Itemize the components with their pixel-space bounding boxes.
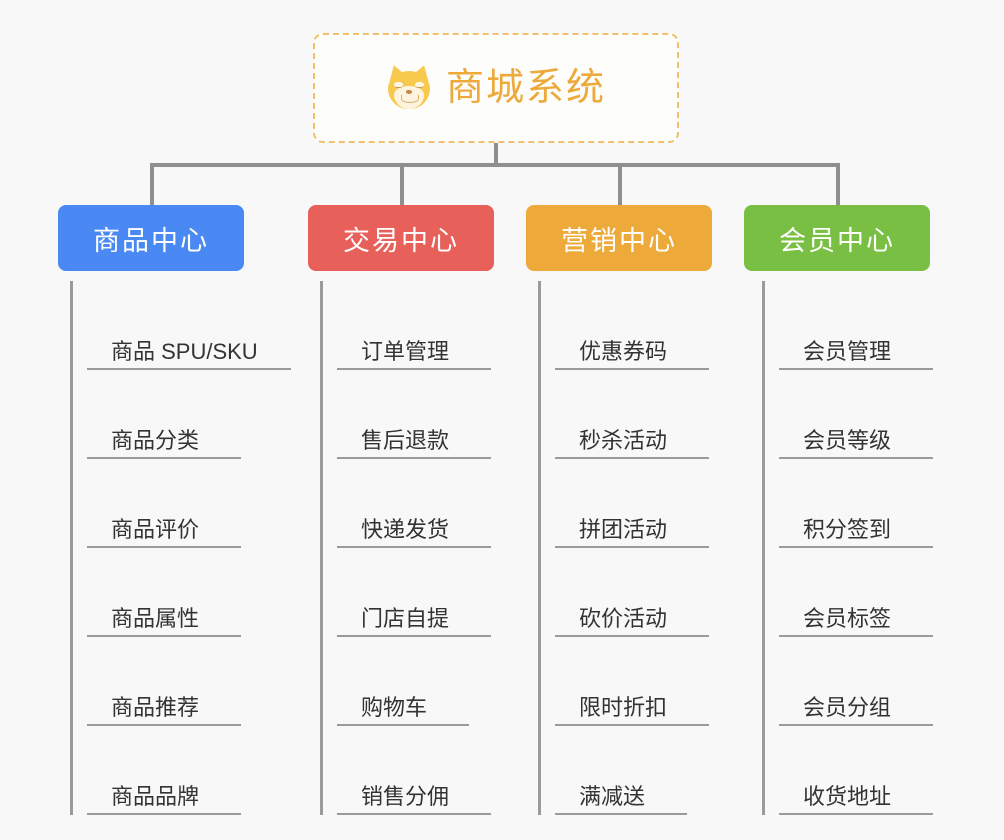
category-column-1: 商品中心 商品 SPU/SKU 商品分类 商品评价 商品属性 商品推荐 商品品牌 [58,205,291,815]
list-item[interactable]: 会员标签 [779,548,933,637]
list-item[interactable]: 订单管理 [337,281,491,370]
leaf-label: 收货地址 [803,783,892,809]
list-item[interactable]: 销售分佣 [337,726,491,815]
category-header-label: 营销中心 [561,225,677,256]
list-item[interactable]: 收货地址 [779,726,933,815]
list-item[interactable]: 商品分类 [87,370,241,459]
category-header-2[interactable]: 交易中心 [308,205,494,271]
drop-connector-1 [150,163,154,207]
leaf-label: 满减送 [579,783,646,809]
category-header-label: 会员中心 [779,225,895,256]
list-item[interactable]: 会员等级 [779,370,933,459]
list-item[interactable]: 门店自提 [337,548,491,637]
list-item[interactable]: 商品属性 [87,548,241,637]
root-title: 商城系统 [445,67,606,109]
category-header-1[interactable]: 商品中心 [58,205,244,271]
leaf-label: 快递发货 [361,516,450,542]
leaf-label: 会员标签 [803,605,892,631]
leaf-list-3: 优惠券码 秒杀活动 拼团活动 砍价活动 限时折扣 满减送 [538,281,712,815]
category-column-3: 营销中心 优惠券码 秒杀活动 拼团活动 砍价活动 限时折扣 满减送 [526,205,712,815]
list-item[interactable]: 满减送 [555,726,687,815]
leaf-label: 优惠券码 [579,338,668,364]
list-item[interactable]: 优惠券码 [555,281,709,370]
list-item[interactable]: 售后退款 [337,370,491,459]
leaf-label: 会员等级 [803,427,892,453]
list-item[interactable]: 商品 SPU/SKU [87,281,291,370]
list-item[interactable]: 商品评价 [87,459,241,548]
leaf-label: 售后退款 [361,427,450,453]
list-item[interactable]: 商品推荐 [87,637,241,726]
leaf-label: 砍价活动 [579,605,668,631]
root-node[interactable]: 商城系统 [313,33,679,143]
leaf-label: 会员管理 [803,338,892,364]
drop-connector-3 [618,163,622,207]
list-item[interactable]: 会员分组 [779,637,933,726]
list-item[interactable]: 砍价活动 [555,548,709,637]
list-item[interactable]: 秒杀活动 [555,370,709,459]
leaf-list-1: 商品 SPU/SKU 商品分类 商品评价 商品属性 商品推荐 商品品牌 [70,281,291,815]
leaf-label: 购物车 [361,694,428,720]
leaf-label: 商品分类 [111,427,200,453]
leaf-list-2: 订单管理 售后退款 快递发货 门店自提 购物车 销售分佣 [320,281,494,815]
leaf-label: 积分签到 [803,516,892,542]
list-item[interactable]: 拼团活动 [555,459,709,548]
list-item[interactable]: 商品品牌 [87,726,241,815]
category-header-3[interactable]: 营销中心 [526,205,712,271]
drop-connector-2 [400,163,404,207]
category-header-4[interactable]: 会员中心 [744,205,930,271]
leaf-label: 商品推荐 [111,694,200,720]
leaf-label: 拼团活动 [579,516,668,542]
drop-connector-4 [836,163,840,207]
leaf-list-4: 会员管理 会员等级 积分签到 会员标签 会员分组 收货地址 [762,281,933,815]
list-item[interactable]: 快递发货 [337,459,491,548]
leaf-label: 销售分佣 [361,783,450,809]
leaf-label: 商品品牌 [111,783,200,809]
list-item[interactable]: 积分签到 [779,459,933,548]
leaf-label: 秒杀活动 [579,427,668,453]
list-item[interactable]: 购物车 [337,637,469,726]
list-item[interactable]: 限时折扣 [555,637,709,726]
leaf-label: 商品评价 [111,516,200,542]
leaf-label: 会员分组 [803,694,892,720]
leaf-label: 商品属性 [111,605,200,631]
category-header-label: 商品中心 [93,225,209,256]
category-bus-connector [150,163,840,167]
category-column-4: 会员中心 会员管理 会员等级 积分签到 会员标签 会员分组 收货地址 [744,205,933,815]
shiba-dog-face-icon [385,62,433,111]
leaf-label: 订单管理 [361,338,450,364]
category-column-2: 交易中心 订单管理 售后退款 快递发货 门店自提 购物车 销售分佣 [308,205,494,815]
leaf-label: 商品 SPU/SKU [111,338,258,364]
category-header-label: 交易中心 [343,225,459,256]
leaf-label: 限时折扣 [579,694,668,720]
list-item[interactable]: 会员管理 [779,281,933,370]
leaf-label: 门店自提 [361,605,450,631]
root-stem-connector [494,143,498,165]
